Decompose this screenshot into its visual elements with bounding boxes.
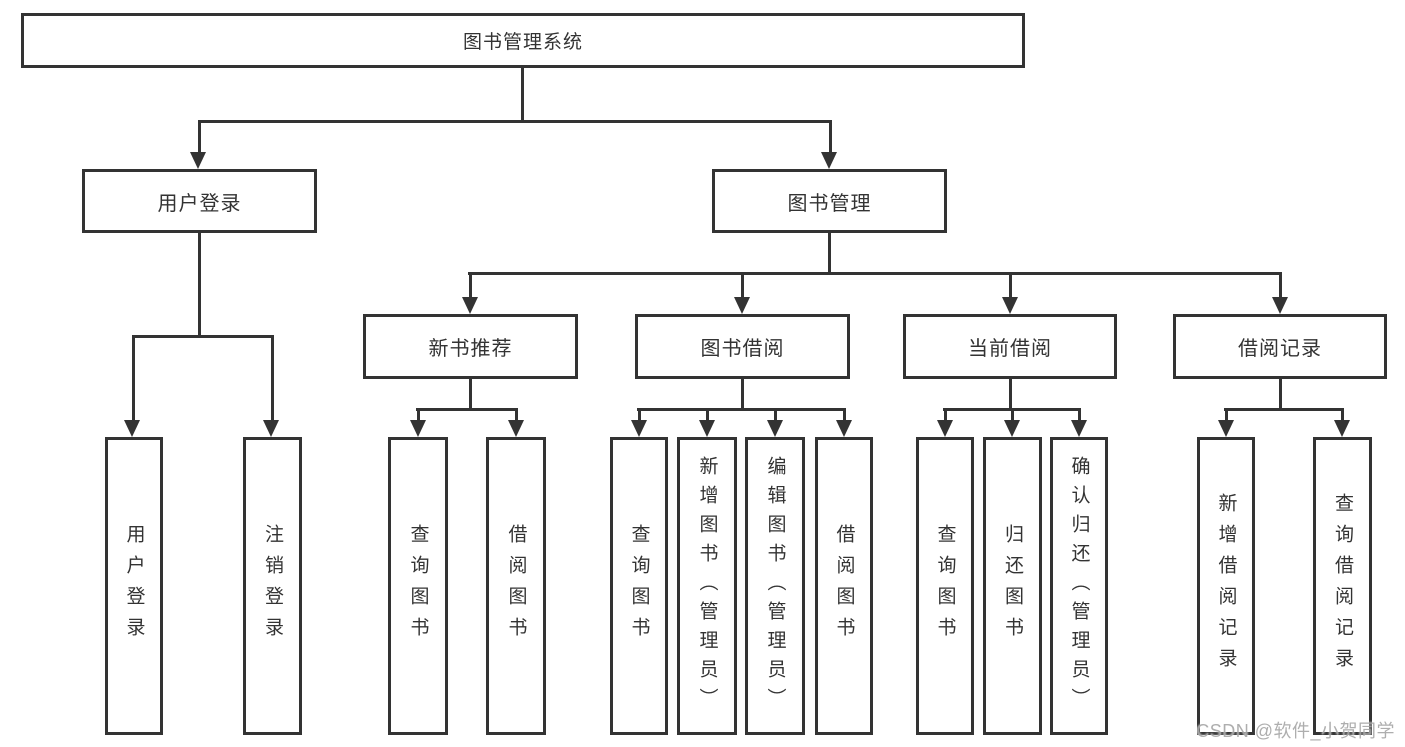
connector-line <box>469 272 472 300</box>
node-user-login: 用户登录 <box>82 169 317 233</box>
node-label: 借阅图书 <box>833 524 855 648</box>
arrowhead-down <box>1071 420 1087 437</box>
connector-line <box>706 408 709 422</box>
connector-line <box>1009 272 1012 300</box>
leaf-return-books: 归还图书 <box>983 437 1042 735</box>
leaf-query-books-current: 查询图书 <box>916 437 974 735</box>
connector-line <box>638 408 641 422</box>
connector-line <box>198 120 832 123</box>
connector-line <box>828 233 831 274</box>
node-book-management: 图书管理 <box>712 169 947 233</box>
node-label: 用户登录 <box>123 524 145 648</box>
connector-line <box>1078 408 1081 422</box>
leaf-borrow-books-recommend: 借阅图书 <box>486 437 546 735</box>
connector-line <box>198 233 201 338</box>
connector-line <box>132 335 274 338</box>
connector-line <box>1341 408 1344 422</box>
node-label: 新增图书（管理员） <box>696 455 718 717</box>
leaf-confirm-return-admin: 确认归还（管理员） <box>1050 437 1108 735</box>
connector-line <box>198 120 201 155</box>
connector-line <box>829 120 832 155</box>
connector-line <box>521 68 524 123</box>
leaf-query-borrow-record: 查询借阅记录 <box>1313 437 1372 735</box>
connector-line <box>1279 272 1282 300</box>
node-label: 查询借阅记录 <box>1332 493 1353 679</box>
connector-line <box>468 272 1282 275</box>
leaf-logout: 注销登录 <box>243 437 302 735</box>
leaf-edit-book-admin: 编辑图书（管理员） <box>745 437 805 735</box>
connector-line <box>774 408 777 422</box>
arrowhead-down <box>410 420 426 437</box>
arrowhead-down <box>836 420 852 437</box>
arrowhead-down <box>631 420 647 437</box>
leaf-user-login: 用户登录 <box>105 437 163 735</box>
connector-line <box>944 408 947 422</box>
csdn-watermark: CSDN @软件_小贺同学 <box>1196 721 1395 741</box>
leaf-add-book-admin: 新增图书（管理员） <box>677 437 737 735</box>
node-label: 查询图书 <box>934 524 956 648</box>
connector-line <box>271 335 274 422</box>
arrowhead-down <box>767 420 783 437</box>
node-current-borrow: 当前借阅 <box>903 314 1117 379</box>
arrowhead-down <box>734 297 750 314</box>
arrowhead-down <box>937 420 953 437</box>
node-borrow-records: 借阅记录 <box>1173 314 1387 379</box>
leaf-query-books-recommend: 查询图书 <box>388 437 448 735</box>
node-label: 借阅图书 <box>505 524 527 648</box>
node-label: 查询图书 <box>407 524 429 648</box>
arrowhead-down <box>263 420 279 437</box>
leaf-borrow-books: 借阅图书 <box>815 437 873 735</box>
arrowhead-down <box>1004 420 1020 437</box>
arrowhead-down <box>1334 420 1350 437</box>
node-root: 图书管理系统 <box>21 13 1025 68</box>
arrowhead-down <box>508 420 524 437</box>
arrowhead-down <box>462 297 478 314</box>
connector-line <box>637 408 846 411</box>
node-label: 确认归还（管理员） <box>1068 455 1090 717</box>
connector-line <box>1011 408 1014 422</box>
arrowhead-down <box>1272 297 1288 314</box>
connector-line <box>741 272 744 300</box>
connector-line <box>1009 379 1012 410</box>
arrowhead-down <box>1218 420 1234 437</box>
arrowhead-down <box>1002 297 1018 314</box>
arrowhead-down <box>124 420 140 437</box>
connector-line <box>132 335 135 422</box>
leaf-add-borrow-record: 新增借阅记录 <box>1197 437 1255 735</box>
connector-line <box>515 408 518 422</box>
connector-line <box>1279 379 1282 410</box>
leaf-query-books-borrow: 查询图书 <box>610 437 668 735</box>
arrowhead-down <box>190 152 206 169</box>
connector-line <box>417 408 420 422</box>
connector-line <box>416 408 518 411</box>
node-label: 新增借阅记录 <box>1215 493 1237 679</box>
node-book-borrow: 图书借阅 <box>635 314 850 379</box>
node-label: 归还图书 <box>1002 524 1023 648</box>
node-label: 查询图书 <box>628 524 650 648</box>
connector-line <box>469 379 472 410</box>
connector-line <box>1224 408 1344 411</box>
connector-line <box>843 408 846 422</box>
node-label: 注销登录 <box>262 524 283 648</box>
connector-line <box>1225 408 1228 422</box>
node-new-book-recommend: 新书推荐 <box>363 314 578 379</box>
node-label: 编辑图书（管理员） <box>764 455 786 717</box>
arrowhead-down <box>821 152 837 169</box>
arrowhead-down <box>699 420 715 437</box>
connector-line <box>741 379 744 410</box>
